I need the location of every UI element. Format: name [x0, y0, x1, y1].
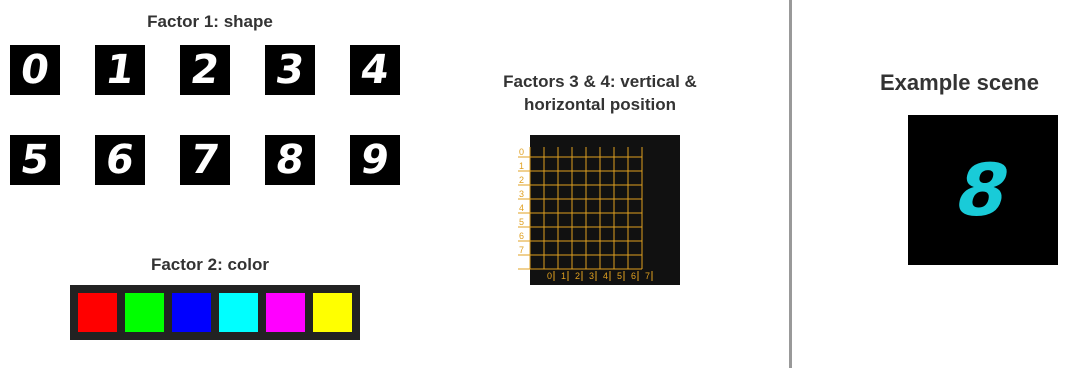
example-scene-title: Example scene — [880, 70, 1039, 95]
color-factor-title: Factor 2: color — [150, 255, 270, 274]
color-palette — [70, 285, 360, 340]
digit-tile: 0 — [10, 45, 60, 95]
digit-tile: 8 — [265, 135, 315, 185]
grid-row-label: 7 — [519, 245, 524, 255]
grid-col-label: 5 — [617, 271, 622, 281]
grid-row-label: 3 — [519, 189, 524, 199]
grid-col-label: 0 — [547, 271, 552, 281]
grid-col-label: 4 — [603, 271, 608, 281]
color-swatch — [172, 293, 211, 332]
grid-col-label: 2 — [575, 271, 580, 281]
digit-tile: 4 — [350, 45, 400, 95]
grid-col-label: 3 — [589, 271, 594, 281]
grid-row-label: 0 — [519, 147, 524, 157]
example-digit: 8 — [947, 148, 1019, 232]
grid-row-label: 5 — [519, 217, 524, 227]
grid-row-label: 1 — [519, 161, 524, 171]
color-swatch — [313, 293, 352, 332]
example-scene-image: 8 — [908, 115, 1058, 265]
digit-tile: 5 — [10, 135, 60, 185]
digit-tile: 7 — [180, 135, 230, 185]
position-grid-background — [530, 135, 680, 285]
grid-col-label: 1 — [561, 271, 566, 281]
position-factor-title: Factors 3 & 4: vertical & horizontal pos… — [503, 72, 697, 114]
digit-tile: 9 — [350, 135, 400, 185]
grid-col-label: 7 — [645, 271, 650, 281]
digit-tile: 1 — [95, 45, 145, 95]
color-swatch — [219, 293, 258, 332]
grid-row-label: 4 — [519, 203, 524, 213]
grid-row-label: 6 — [519, 231, 524, 241]
section-divider — [789, 0, 792, 368]
grid-col-label: 6 — [631, 271, 636, 281]
digit-tile: 2 — [180, 45, 230, 95]
grid-row-label: 2 — [519, 175, 524, 185]
digit-tile: 6 — [95, 135, 145, 185]
color-swatch — [125, 293, 164, 332]
shape-factor-title: Factor 1: shape — [147, 12, 273, 31]
color-swatch — [266, 293, 305, 332]
digit-tile: 3 — [265, 45, 315, 95]
color-swatch — [78, 293, 117, 332]
